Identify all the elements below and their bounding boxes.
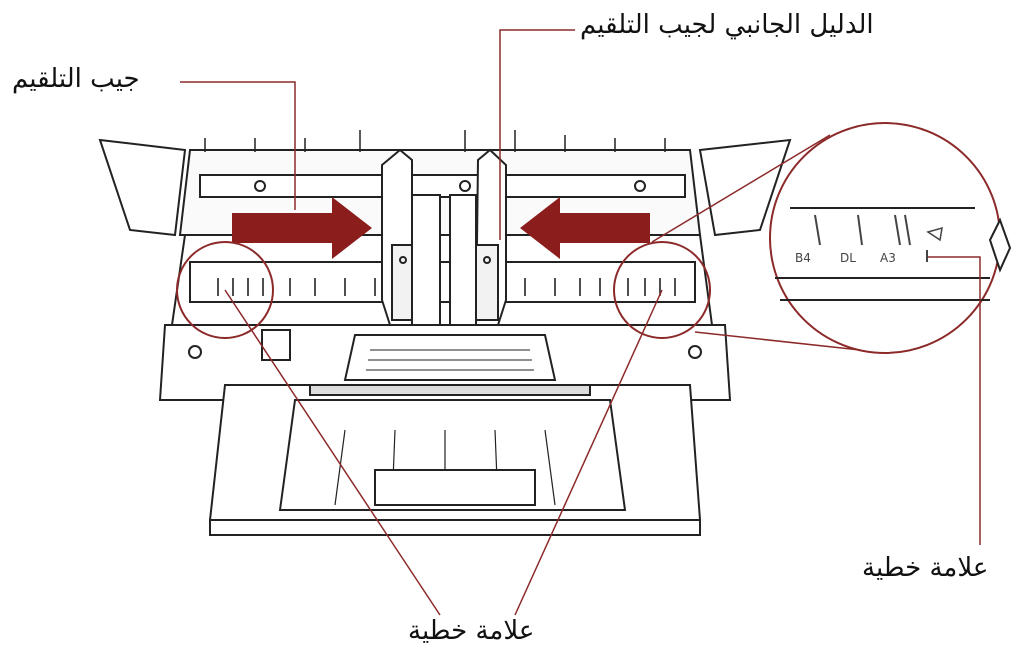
leader-lines [180, 29, 981, 616]
label-line-mark-bottom: علامة خطية [408, 616, 535, 646]
mark-circle-left [176, 241, 274, 339]
arrow-right [232, 197, 372, 259]
label-line-mark-right: علامة خطية [862, 553, 989, 583]
arrow-left [520, 197, 650, 259]
scanner-body [98, 130, 792, 536]
zoom-detail: B4 DL A3 [769, 122, 1012, 354]
label-chute-side-guide: الدليل الجانبي لجيب التلقيم [580, 10, 874, 40]
mark-circle-right [613, 241, 711, 339]
label-chute: جيب التلقيم [12, 64, 140, 94]
zoom-label-b4: B4 [795, 251, 811, 265]
zoom-label-dl: DL [840, 251, 856, 265]
zoom-label-a3: A3 [880, 251, 896, 265]
